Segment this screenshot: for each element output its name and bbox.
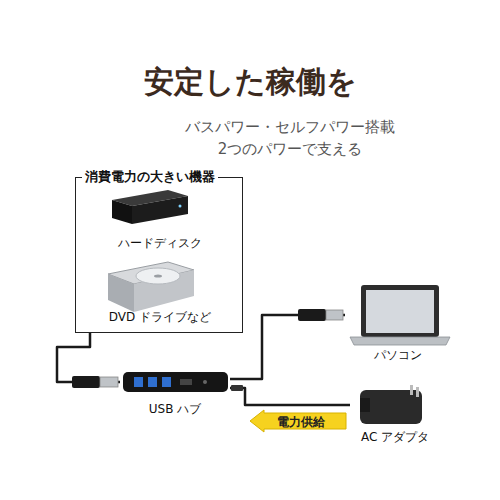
- hub-slot: [180, 379, 192, 385]
- adapter-prong: [416, 387, 419, 397]
- usb-plug: [72, 376, 100, 388]
- hdd-device: ハードディスク: [96, 186, 224, 254]
- usb-plug: [298, 309, 326, 321]
- dc-plug: [231, 385, 243, 391]
- laptop-base: [350, 337, 450, 345]
- adapter-cord-end: [360, 398, 370, 412]
- dvd-disc: [136, 268, 180, 284]
- device-group: 消費電力の大きい機器ハードディスクDVD ドライブなど: [75, 177, 243, 333]
- hdd-side: [112, 200, 132, 224]
- node-label: ハードディスク: [118, 235, 202, 252]
- laptop-display: [366, 290, 434, 333]
- hub-port: [162, 377, 171, 387]
- cable-connector: [230, 315, 345, 379]
- subtitle-line: バスパワー・セルフパワー搭載: [185, 118, 395, 137]
- node-label: USB ハブ: [149, 401, 201, 418]
- hub-port: [134, 377, 143, 387]
- laptop-pc: パソコン: [345, 282, 450, 366]
- subtitle-line: 2つのパワーで支える: [218, 140, 363, 159]
- usb-plug-metal: [100, 377, 118, 387]
- adapter-body: [360, 390, 422, 424]
- ac-adapter: AC アダプタ: [350, 382, 440, 448]
- usb-plug-metal: [326, 310, 343, 320]
- usb-hub: USB ハブ: [120, 370, 230, 420]
- hub-port: [148, 377, 157, 387]
- diagram-title: 安定した稼働を: [144, 62, 357, 103]
- node-label: AC アダプタ: [361, 429, 429, 446]
- cable-connector: [57, 333, 120, 382]
- dvd-hub: [154, 274, 162, 277]
- hdd-led: [179, 205, 182, 208]
- dvd-side: [108, 274, 134, 312]
- laptop-screen: [361, 285, 439, 337]
- power-label: 電力供給: [277, 414, 325, 431]
- hdd-front: [132, 196, 188, 224]
- adapter-prong: [410, 385, 413, 395]
- dvd-device: DVD ドライブなど: [91, 258, 229, 328]
- cable-connector: [230, 388, 350, 405]
- power-arrow: [250, 410, 346, 432]
- hub-led: [203, 380, 207, 384]
- hub-body: [123, 372, 228, 392]
- node-label: DVD ドライブなど: [109, 309, 211, 326]
- group-heading: 消費電力の大きい機器: [82, 168, 218, 186]
- node-label: パソコン: [374, 347, 422, 364]
